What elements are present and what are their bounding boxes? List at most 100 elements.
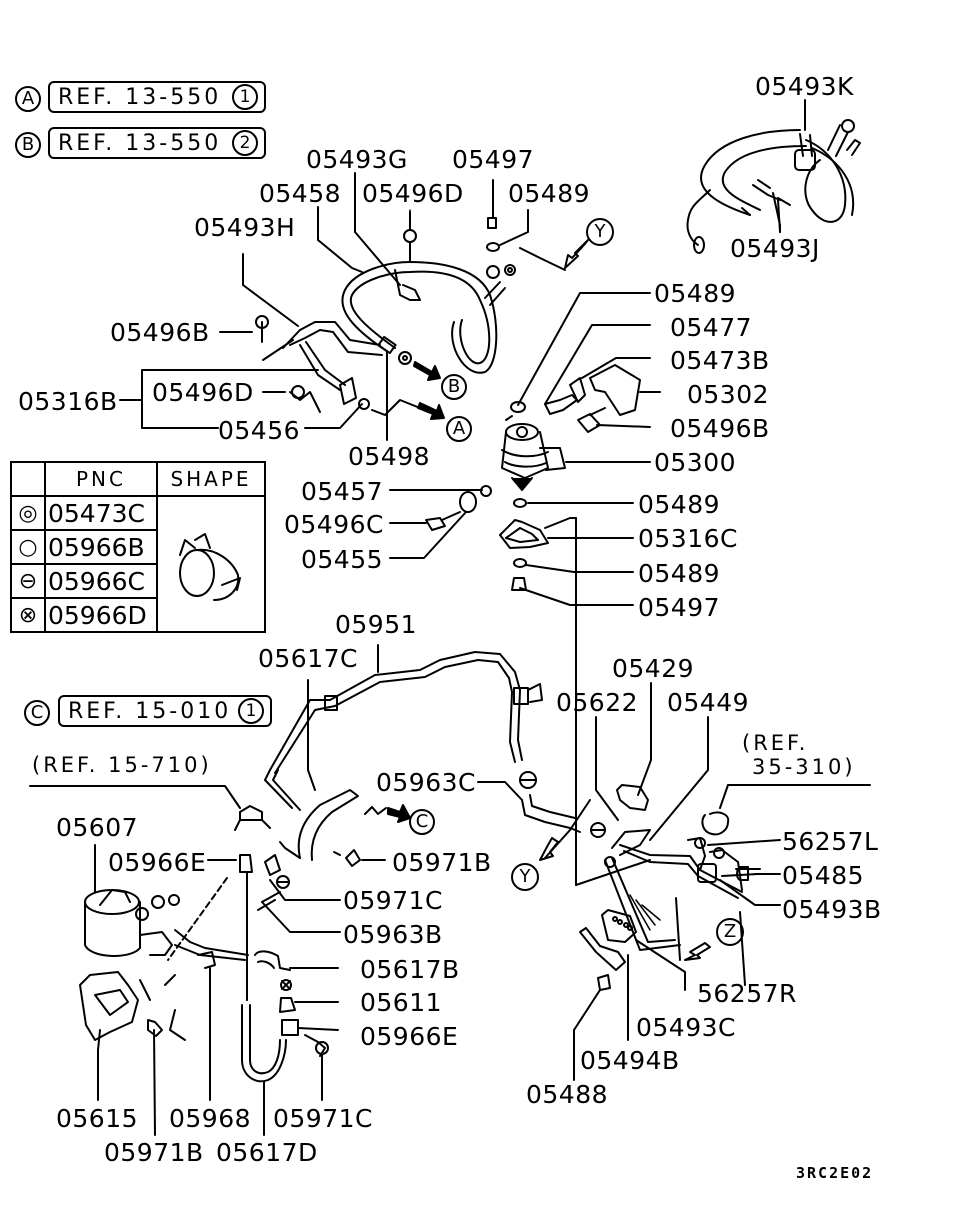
part-label[interactable]: 05968 xyxy=(169,1104,252,1133)
bracket-05615 xyxy=(79,971,151,1051)
pnc-value[interactable]: 05966D xyxy=(44,597,158,633)
arrow-target-c: C xyxy=(409,809,435,835)
view-marker-c: C xyxy=(24,700,50,726)
pnc-value[interactable]: 05966B xyxy=(44,529,158,565)
hose-05951 xyxy=(264,651,543,811)
part-label[interactable]: 05971C xyxy=(343,886,443,915)
part-label[interactable]: 05611 xyxy=(360,988,443,1017)
ref-sub-c: 1 xyxy=(238,698,264,724)
part-label[interactable]: 05622 xyxy=(556,688,639,717)
part-label[interactable]: 05963C xyxy=(376,768,476,797)
part-label[interactable]: 05458 xyxy=(259,179,342,208)
reservoir-05300 xyxy=(501,415,566,491)
plug-05497-top xyxy=(486,179,529,252)
part-label[interactable]: 05496B xyxy=(670,414,770,443)
ref-text-a: REF. 13-550 xyxy=(58,85,222,110)
part-label[interactable]: 05489 xyxy=(638,559,721,588)
part-label[interactable]: 05489 xyxy=(638,490,721,519)
part-label[interactable]: 05455 xyxy=(301,545,384,574)
ref-sub-a: 1 xyxy=(232,84,258,110)
part-label[interactable]: 05494B xyxy=(580,1046,680,1075)
header-symbol xyxy=(10,461,46,497)
part-label[interactable]: 05607 xyxy=(56,813,139,842)
ref-box-c[interactable]: REF. 15-010 1 xyxy=(58,695,272,727)
circle-minus-icon: ⊖ xyxy=(10,563,46,599)
hose-assembly-05493K xyxy=(686,119,861,254)
part-label[interactable]: 05493C xyxy=(636,1013,736,1042)
arrow-target-b: B xyxy=(441,374,467,400)
pnc-value[interactable]: 05473C xyxy=(44,495,158,531)
pedal-05622 xyxy=(590,822,743,951)
view-marker-a: A xyxy=(15,86,41,112)
circle-times-icon: ⊗ xyxy=(10,597,46,633)
pnc-table-header: PNC SHAPE xyxy=(10,461,266,497)
ref-35-310-line1[interactable]: (REF. xyxy=(742,731,809,755)
part-label[interactable]: 05971C xyxy=(273,1104,373,1133)
part-label[interactable]: 05493J xyxy=(730,234,820,263)
part-label[interactable]: 05617C xyxy=(258,644,358,673)
ref-sub-b: 2 xyxy=(232,130,258,156)
drawing-code: 3RC2E02 xyxy=(796,1164,874,1182)
pipe-05316B xyxy=(255,315,383,405)
part-label[interactable]: 05497 xyxy=(638,593,721,622)
part-label[interactable]: 56257R xyxy=(697,979,797,1008)
pressure-hose-05493G xyxy=(341,261,516,374)
part-label[interactable]: 05489 xyxy=(654,279,737,308)
pnc-table-row: ⊗ 05966D xyxy=(10,597,265,633)
part-label[interactable]: 05496D xyxy=(362,179,464,208)
shape-cell xyxy=(156,495,266,633)
part-label[interactable]: 05963B xyxy=(343,920,443,949)
part-label[interactable]: 05477 xyxy=(670,313,753,342)
part-label[interactable]: 05449 xyxy=(667,688,750,717)
ref-text-b: REF. 13-550 xyxy=(58,131,222,156)
part-label[interactable]: 05971B xyxy=(392,848,492,877)
part-label[interactable]: 05302 xyxy=(687,380,770,409)
part-label[interactable]: 05617D xyxy=(216,1138,318,1167)
part-label[interactable]: 56257L xyxy=(782,827,879,856)
view-marker-y-bottom: Y xyxy=(511,863,539,891)
part-label[interactable]: 05951 xyxy=(335,610,418,639)
pedal-bracket-05493C xyxy=(579,909,637,991)
part-label[interactable]: 05485 xyxy=(782,861,865,890)
arrow-target-a: A xyxy=(446,416,472,442)
part-label[interactable]: 05966E xyxy=(360,1022,459,1051)
ref-box-a[interactable]: REF. 13-550 1 xyxy=(48,81,266,113)
part-label[interactable]: 05429 xyxy=(612,654,695,683)
part-label[interactable]: 05316B xyxy=(18,387,118,416)
part-label[interactable]: 05488 xyxy=(526,1080,609,1109)
pnc-legend-table: PNC SHAPE ◎ 05473C ○ 05966B ⊖ 05966C ⊗ 0… xyxy=(10,461,266,633)
part-label[interactable]: 05456 xyxy=(218,416,301,445)
view-marker-b: B xyxy=(15,132,41,158)
part-label[interactable]: 05489 xyxy=(508,179,591,208)
view-marker-y-top: Y xyxy=(586,218,614,246)
part-label[interactable]: 05493K xyxy=(755,72,854,101)
part-label[interactable]: 05497 xyxy=(452,145,535,174)
part-label[interactable]: 05493B xyxy=(782,895,882,924)
ref-text-c: REF. 15-010 xyxy=(68,699,232,724)
part-label[interactable]: 05316C xyxy=(638,524,738,553)
part-label[interactable]: 05615 xyxy=(56,1104,139,1133)
pnc-table-row: ⊖ 05966C xyxy=(10,563,265,599)
header-shape: SHAPE xyxy=(156,461,266,497)
canister-05607 xyxy=(84,844,180,957)
part-label[interactable]: 05496B xyxy=(110,318,210,347)
part-label[interactable]: 05496C xyxy=(284,510,384,539)
part-label[interactable]: 05493H xyxy=(194,213,296,242)
header-pnc: PNC xyxy=(44,461,158,497)
part-label[interactable]: 05493G xyxy=(306,145,408,174)
part-label[interactable]: 05457 xyxy=(301,477,384,506)
ref-box-b[interactable]: REF. 13-550 2 xyxy=(48,127,266,159)
part-label[interactable]: 05496D xyxy=(152,378,254,407)
part-label[interactable]: 05498 xyxy=(348,442,431,471)
ref-15-710[interactable]: (REF. 15-710) xyxy=(32,753,212,777)
view-marker-z: Z xyxy=(716,918,744,946)
part-label[interactable]: 05971B xyxy=(104,1138,204,1167)
part-label[interactable]: 05473B xyxy=(670,346,770,375)
pnc-table-row: ○ 05966B xyxy=(10,529,265,565)
part-label[interactable]: 05617B xyxy=(360,955,460,984)
ref-35-310-line2[interactable]: 35-310) xyxy=(752,755,856,779)
part-label[interactable]: 05966E xyxy=(108,848,207,877)
part-label[interactable]: 05300 xyxy=(654,448,737,477)
pnc-value[interactable]: 05966C xyxy=(44,563,158,599)
